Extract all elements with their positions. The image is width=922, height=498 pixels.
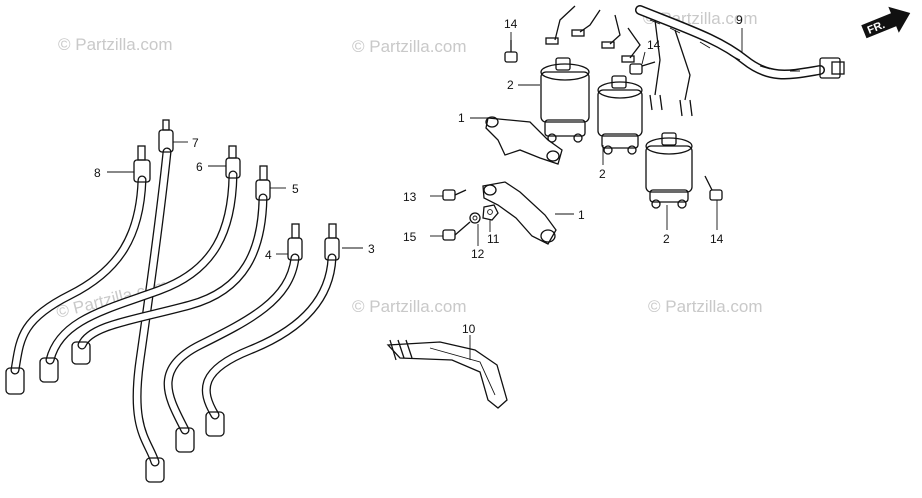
spark-plug-wire-8 (5, 145, 151, 395)
spark-plug-wire-7 (132, 119, 174, 483)
coil-bracket-lower (482, 181, 557, 245)
callout-4: 4 (265, 248, 272, 262)
callout-14-right: 14 (710, 232, 724, 246)
ignition-coil-2 (597, 75, 643, 155)
callout-6: 6 (196, 160, 203, 174)
spark-plug-wire-4 (163, 223, 303, 453)
callout-7: 7 (192, 136, 199, 150)
callout-13: 13 (403, 190, 417, 204)
bolt-14-mid (629, 61, 656, 75)
callout-2-middle: 2 (599, 167, 606, 181)
bolt-14-top (504, 40, 518, 63)
spark-plug-wire-3 (201, 223, 340, 437)
callout-labels: 1 1 2 2 2 3 4 5 6 7 8 9 10 11 12 13 14 1… (94, 13, 743, 336)
watermark-5: © Partzilla.com (352, 297, 467, 316)
wire-harness (545, 5, 845, 117)
plug-wire-holder (386, 339, 508, 409)
bolt-15 (442, 221, 471, 241)
callout-1-lower: 1 (578, 208, 585, 222)
watermark-6: © Partzilla.com (648, 297, 763, 316)
washer-12 (469, 212, 481, 224)
callout-2-left: 2 (507, 78, 514, 92)
leader-lines (107, 28, 743, 360)
watermark-2: © Partzilla.com (352, 37, 467, 56)
callout-9: 9 (736, 13, 743, 27)
front-direction-arrow: FR. (861, 6, 911, 39)
ignition-coil-1 (540, 57, 590, 143)
spark-plug-wire-6 (39, 145, 241, 383)
callout-10: 10 (462, 322, 476, 336)
nut-11 (482, 204, 499, 221)
callout-15: 15 (403, 230, 417, 244)
bolt-13 (442, 189, 467, 201)
callout-14-middle: 14 (647, 38, 661, 52)
watermark-1: © Partzilla.com (58, 35, 173, 54)
callout-1-upper: 1 (458, 111, 465, 125)
callout-3: 3 (368, 242, 375, 256)
callout-12: 12 (471, 247, 485, 261)
ignition-coil-3 (645, 132, 693, 209)
spark-plug-wire-5 (71, 165, 271, 365)
callout-5: 5 (292, 182, 299, 196)
callout-2-right: 2 (663, 232, 670, 246)
bolt-14-right (704, 175, 723, 201)
watermark-group: © Partzilla.com © Partzilla.com © Partzi… (54, 9, 762, 322)
callout-11: 11 (487, 232, 500, 246)
callout-14-top: 14 (504, 17, 518, 31)
arrow-icon (861, 6, 911, 39)
callout-8: 8 (94, 166, 101, 180)
coil-bracket-upper (485, 116, 563, 165)
